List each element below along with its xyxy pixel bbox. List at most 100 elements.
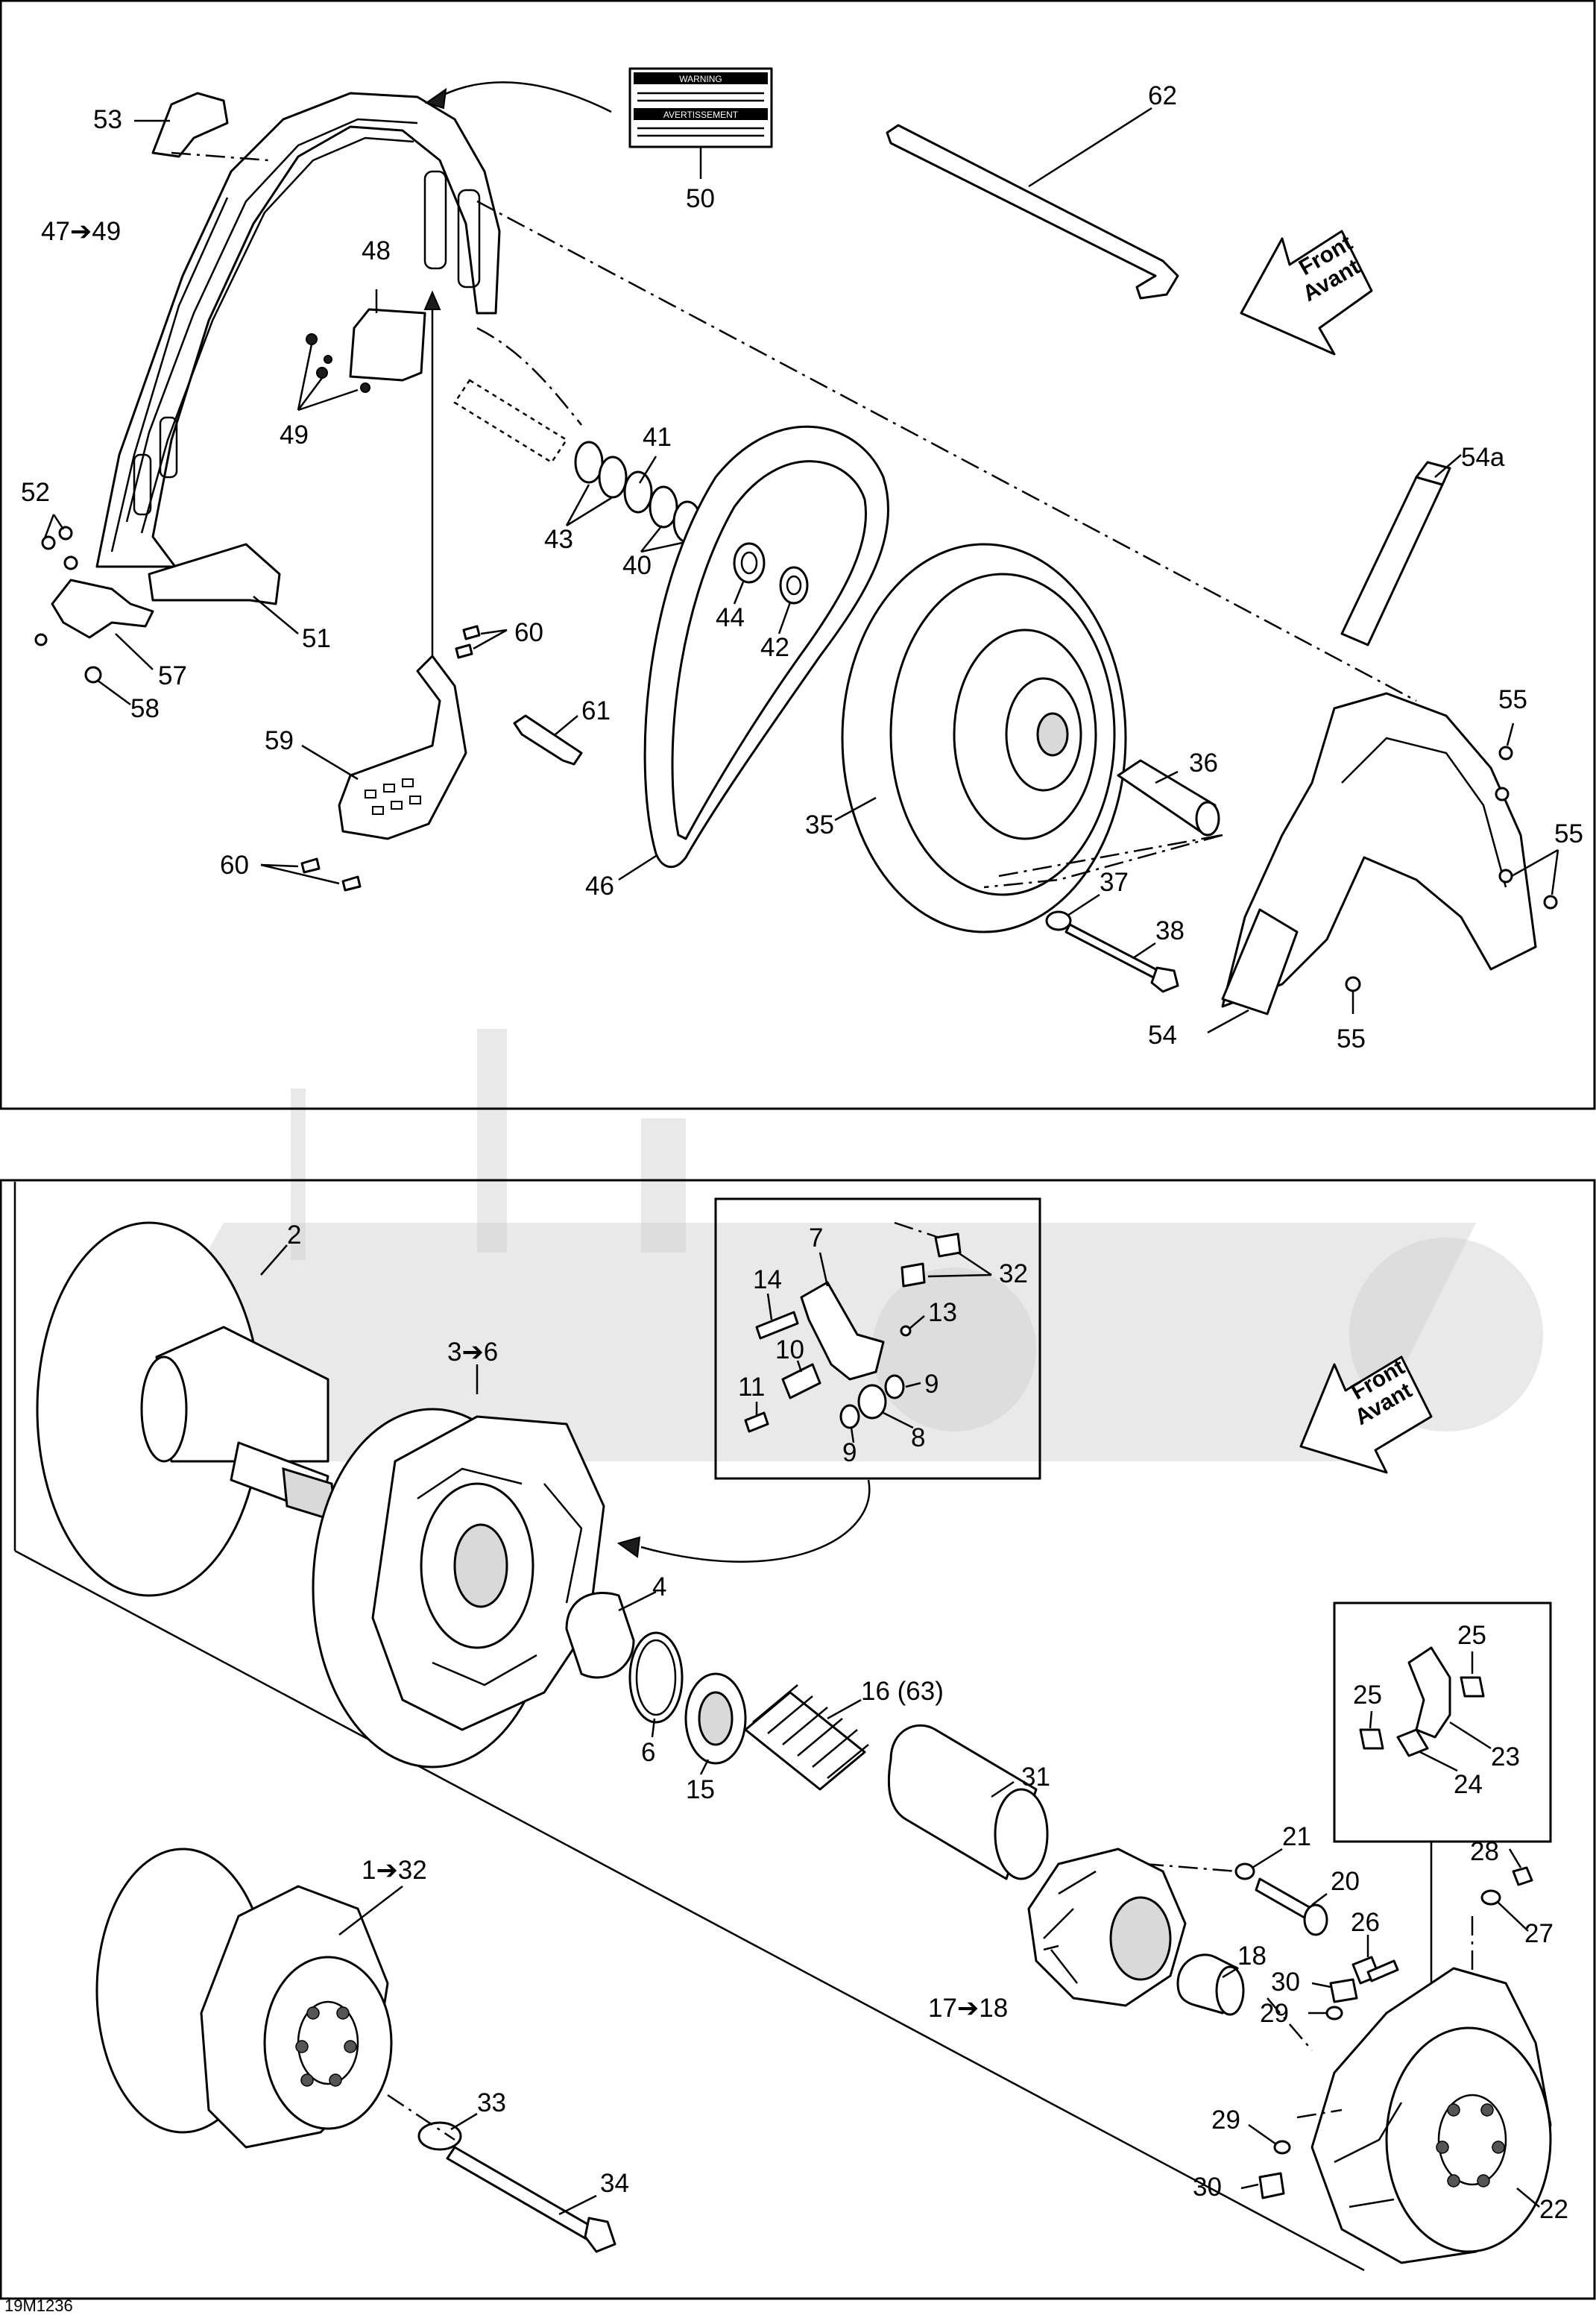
part-34 xyxy=(446,2146,598,2242)
callout-37: 37 xyxy=(1100,868,1129,897)
callout-43: 43 xyxy=(544,525,573,554)
callout-25-a: 25 xyxy=(1457,1621,1486,1650)
callout-49: 49 xyxy=(280,421,309,450)
callout-55-a: 55 xyxy=(1498,685,1527,714)
callout-27: 27 xyxy=(1524,1919,1554,1948)
part-30-a xyxy=(1329,1978,1358,2003)
callout-48: 48 xyxy=(362,236,391,265)
part-9-a xyxy=(884,1374,905,1399)
warning-heading-fr: AVERTISSEMENT xyxy=(663,110,739,120)
part-29-b xyxy=(1273,2140,1291,2155)
callout-26: 26 xyxy=(1351,1908,1380,1937)
callout-61: 61 xyxy=(581,696,611,725)
inset-weights xyxy=(1333,1601,1552,1843)
part-27 xyxy=(1480,1889,1501,1906)
part-55-rivets xyxy=(1345,746,1558,992)
callout-8: 8 xyxy=(911,1423,925,1452)
callout-33: 33 xyxy=(477,2088,506,2117)
part-32-b xyxy=(900,1262,926,1288)
part-1-32-drive-pulley xyxy=(95,1848,393,2149)
top-callouts: 53 47➔49 48 49 52 51 57 58 60 61 59 60 5… xyxy=(21,81,1583,1053)
part-53 xyxy=(151,92,229,158)
part-35-driven-pulley xyxy=(841,543,1127,933)
callout-54a: 54a xyxy=(1461,443,1505,472)
front-marker-top: Front Avant xyxy=(1240,230,1373,356)
part-50-warning-label: WARNING AVERTISSEMENT xyxy=(628,67,773,148)
callout-50: 50 xyxy=(686,184,715,213)
bottom-panel-frame xyxy=(0,1179,1596,2300)
part-30-b xyxy=(1258,2172,1285,2199)
callout-22: 22 xyxy=(1539,2195,1568,2224)
callout-57: 57 xyxy=(158,661,187,690)
bottom-callouts: 2 3➔6 7 32 14 13 10 11 9 9 8 4 6 15 16 (… xyxy=(287,1221,1568,2224)
part-29-a xyxy=(1325,2006,1343,2020)
callout-60-top: 60 xyxy=(514,618,543,647)
part-17-18-cam xyxy=(1027,1848,1187,2007)
callout-44: 44 xyxy=(716,603,745,632)
callout-54: 54 xyxy=(1148,1021,1177,1050)
callout-17-18: 17➔18 xyxy=(928,1994,1008,2023)
part-8 xyxy=(857,1384,887,1420)
callout-11: 11 xyxy=(738,1373,765,1402)
top-panel-frame xyxy=(0,0,1596,1110)
callout-9-b: 9 xyxy=(842,1438,857,1467)
part-3-6-movable-sheave xyxy=(312,1408,605,1768)
part-11 xyxy=(744,1411,769,1433)
callout-20: 20 xyxy=(1331,1867,1360,1896)
part-9-b xyxy=(839,1404,860,1429)
part-61 xyxy=(513,714,583,766)
callout-1-32: 1➔32 xyxy=(362,1856,427,1885)
part-54a xyxy=(1340,476,1444,646)
callout-51: 51 xyxy=(302,624,331,653)
part-25-a xyxy=(1460,1676,1485,1698)
callout-29-a: 29 xyxy=(1260,1999,1289,2028)
part-52 xyxy=(41,526,78,570)
callout-28: 28 xyxy=(1470,1837,1499,1866)
callout-7: 7 xyxy=(809,1223,823,1253)
part-32-a xyxy=(934,1232,962,1258)
callout-46: 46 xyxy=(585,872,614,901)
part-10 xyxy=(781,1363,821,1399)
part-22-housing xyxy=(1310,1967,1552,2264)
part-23 xyxy=(1407,1646,1451,1739)
callout-35: 35 xyxy=(805,810,834,840)
part-59 xyxy=(338,655,467,840)
callout-34: 34 xyxy=(600,2169,629,2198)
callout-60-bottom: 60 xyxy=(220,851,249,880)
callout-59: 59 xyxy=(265,726,294,755)
belt-guard xyxy=(95,92,501,605)
part-44 xyxy=(733,542,766,584)
part-25-b xyxy=(1359,1728,1384,1750)
part-4 xyxy=(565,1592,635,1679)
part-54-guard-cover xyxy=(1221,692,1537,1015)
part-24 xyxy=(1396,1728,1429,1757)
callout-14: 14 xyxy=(753,1265,782,1294)
part-37 xyxy=(1045,910,1072,931)
front-marker-bottom: Front Avant xyxy=(1299,1355,1433,1474)
part-60-screws xyxy=(300,625,481,892)
part-28 xyxy=(1512,1866,1533,1886)
callout-36: 36 xyxy=(1189,749,1218,778)
callout-32: 32 xyxy=(999,1259,1028,1288)
callout-13: 13 xyxy=(928,1298,957,1327)
part-16-spring xyxy=(744,1684,869,1791)
callout-21: 21 xyxy=(1282,1822,1311,1851)
callout-10: 10 xyxy=(775,1335,804,1364)
part-2-fixed-sheave xyxy=(36,1221,337,1597)
part-21 xyxy=(1234,1862,1255,1880)
part-42 xyxy=(779,566,809,605)
callout-15: 15 xyxy=(686,1775,715,1804)
part-20 xyxy=(1255,1877,1313,1921)
part-48 xyxy=(349,308,426,382)
warning-heading: WARNING xyxy=(679,74,722,84)
part-62 xyxy=(886,124,1179,300)
parts-43-41-40-washers xyxy=(574,441,702,544)
callout-6: 6 xyxy=(641,1738,655,1767)
callout-3-6: 3➔6 xyxy=(447,1338,498,1367)
callout-24: 24 xyxy=(1454,1770,1483,1799)
part-6 xyxy=(628,1631,684,1724)
part-49-rivets xyxy=(306,333,370,393)
callout-58: 58 xyxy=(130,694,160,723)
callout-25-b: 25 xyxy=(1353,1681,1382,1710)
